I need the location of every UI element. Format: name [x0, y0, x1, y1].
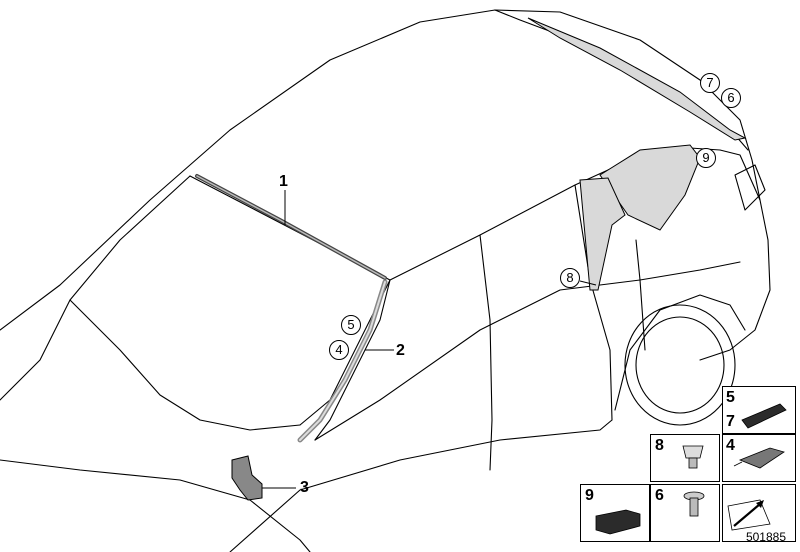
callout-8: 8 [560, 268, 580, 288]
lower-body [229, 419, 613, 552]
legend-label-8: 8 [655, 437, 664, 454]
callout-4: 4 [329, 340, 349, 360]
legend-label-7: 7 [726, 413, 735, 430]
windshield-right [189, 175, 391, 426]
callout-7: 7 [700, 73, 720, 93]
a-pillar-trim [297, 279, 388, 443]
side-window-line [389, 147, 721, 281]
tail-light [734, 164, 766, 211]
hood-line [0, 175, 191, 401]
callout-5: 5 [341, 315, 361, 335]
rear-wheel-arch [614, 294, 746, 411]
callout-6: 6 [721, 88, 741, 108]
car-body-outline [0, 9, 771, 361]
front-fender [0, 459, 311, 552]
a-pillar-outer [314, 279, 391, 441]
legend-label-6: 6 [655, 487, 664, 504]
rear-door-cut [574, 184, 613, 421]
rear-window-glass [527, 17, 747, 141]
callout-2: 2 [396, 342, 405, 359]
rear-wheel [624, 304, 736, 426]
legend-label-4: 4 [726, 437, 735, 454]
leader-8 [579, 280, 597, 286]
callout-1: 1 [279, 173, 288, 190]
legend-label-9: 9 [585, 487, 594, 504]
door-glass-strip [579, 177, 626, 291]
legend-label-5: 5 [726, 389, 735, 406]
rear-wheel-inner [635, 316, 725, 414]
belt-line [314, 261, 741, 441]
windshield-lower [69, 299, 301, 431]
rear-quarter-glass [599, 144, 701, 231]
rear-window-divider [635, 239, 646, 351]
callout-3: 3 [300, 479, 309, 496]
front-door-cut [479, 234, 493, 471]
diagram-number: 501885 [745, 530, 786, 544]
callout-9: 9 [696, 148, 716, 168]
mirror-bracket [231, 455, 263, 501]
